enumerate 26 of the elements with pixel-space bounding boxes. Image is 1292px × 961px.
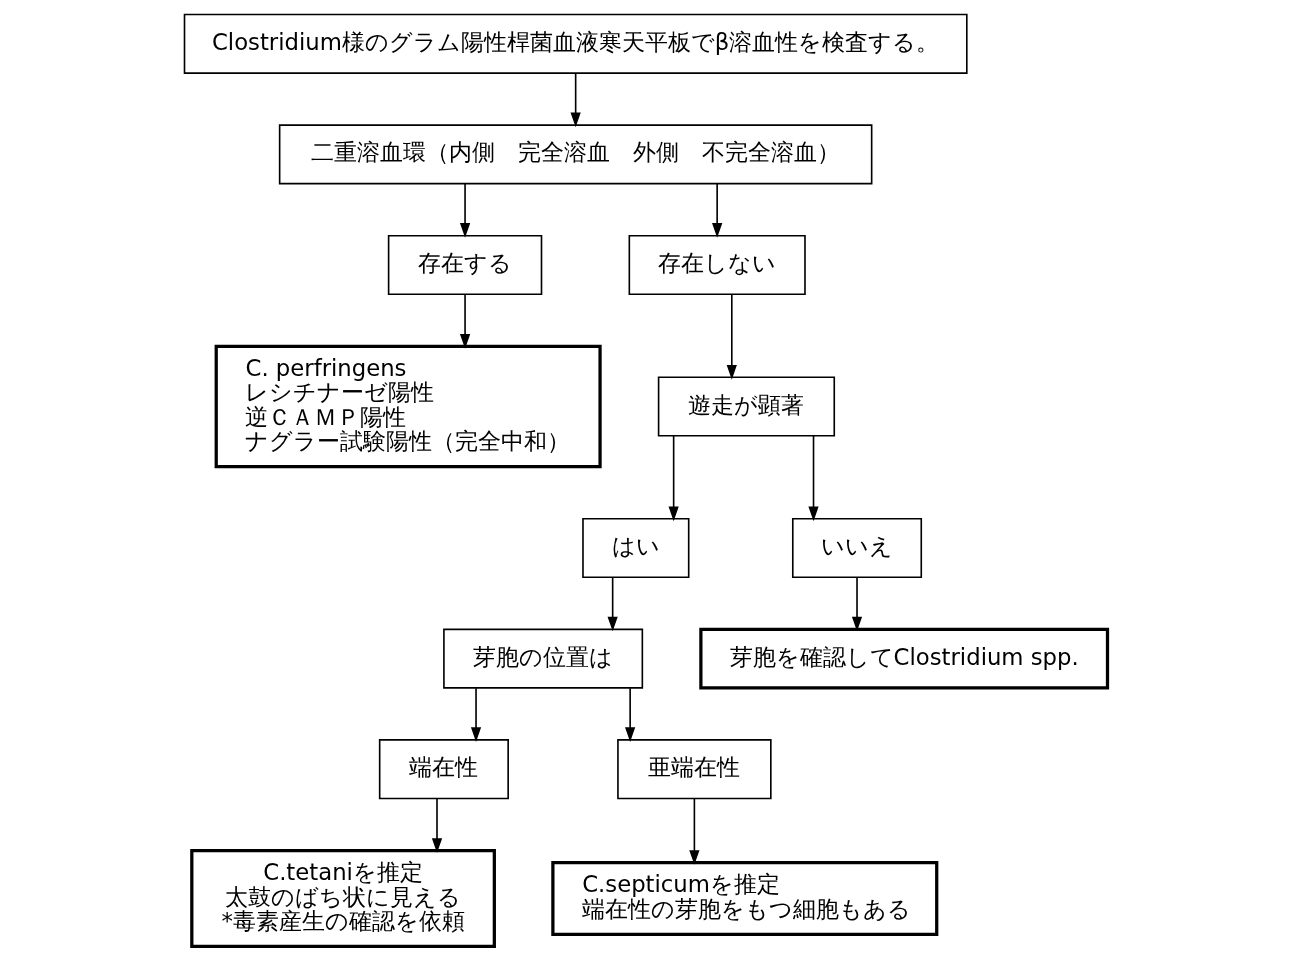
- node-box: 存在する: [387, 234, 543, 296]
- node-box: はい: [582, 517, 690, 579]
- node-box: C.septicumを推定 端在性の芽胞をもつ細胞もある: [551, 861, 939, 936]
- arrow: [459, 183, 471, 238]
- node-box: 芽胞を確認してClostridium spp.: [699, 627, 1110, 690]
- node-box: いいえ: [791, 517, 923, 579]
- arrow: [459, 293, 471, 349]
- arrow: [607, 576, 618, 632]
- node-box: C.tetaniを推定 太鼓のばち状に見える *毒素産生の確認を依頼: [190, 848, 496, 949]
- arrow: [668, 435, 679, 522]
- node-box: 芽胞の位置は: [443, 628, 644, 689]
- arrow: [712, 183, 723, 238]
- arrow: [689, 797, 700, 865]
- arrow: [431, 797, 443, 853]
- arrow: [726, 293, 737, 380]
- node-box: C. perfringens レシチナーゼ陽性 逆ＣＡＭＰ陽性 ナグラー試験陽性（完全中和）: [214, 344, 602, 469]
- node-box: 遊走が顕著: [657, 376, 836, 437]
- arrow: [470, 687, 482, 742]
- arrow: [570, 72, 581, 128]
- node-box: 亜端在性: [617, 739, 772, 800]
- node-box: Clostridium様のグラム陽性桿菌血液寒天平板でβ溶血性を検査する。: [183, 13, 968, 74]
- arrow: [808, 435, 819, 522]
- node-box: 存在しない: [628, 234, 806, 296]
- node-box: 端在性: [378, 739, 509, 800]
- arrow: [625, 687, 636, 742]
- node-box: 二重溶血環（内側 完全溶血 外側 不完全溶血）: [278, 124, 873, 185]
